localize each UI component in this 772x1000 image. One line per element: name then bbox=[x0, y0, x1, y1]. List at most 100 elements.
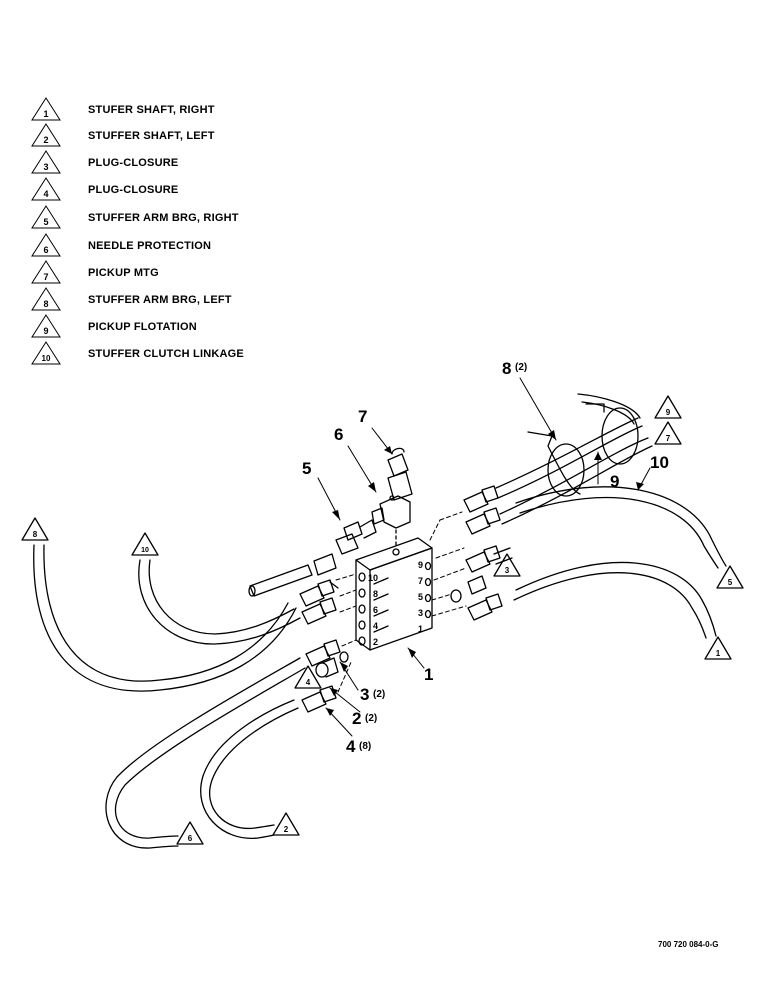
hose-end-label: 5 bbox=[728, 578, 733, 587]
legend-label: PICKUP MTG bbox=[88, 267, 159, 279]
distribution-block bbox=[355, 537, 433, 651]
callout-3: 3 bbox=[360, 685, 369, 704]
svg-text:3: 3 bbox=[43, 162, 48, 172]
legend-label: NEEDLE PROTECTION bbox=[88, 240, 212, 252]
plug-2 bbox=[450, 589, 462, 603]
callout-1: 1 bbox=[424, 665, 433, 684]
hose-end-label: 6 bbox=[188, 834, 193, 843]
callout-7: 7 bbox=[358, 407, 367, 426]
svg-text:4: 4 bbox=[43, 189, 48, 199]
svg-text:2: 2 bbox=[43, 135, 48, 145]
hose-6 bbox=[105, 657, 306, 849]
legend-label: PLUG-CLOSURE bbox=[88, 157, 179, 169]
port-label: 1 bbox=[418, 624, 423, 634]
fitting-4 bbox=[301, 685, 337, 713]
hose-10 bbox=[138, 559, 301, 645]
port-label: 9 bbox=[418, 560, 423, 570]
legend-label: STUFER SHAFT, RIGHT bbox=[88, 104, 215, 116]
hose-end-triangle bbox=[294, 665, 322, 689]
leader-lines bbox=[317, 377, 651, 737]
grease-fitting-5 bbox=[248, 519, 377, 597]
callout-3-qty: (2) bbox=[373, 689, 385, 700]
hose-7 bbox=[499, 437, 653, 525]
legend-row: 1 STUFER SHAFT, RIGHT bbox=[30, 96, 330, 121]
port-label: 2 bbox=[373, 637, 378, 647]
tie-strap bbox=[527, 431, 585, 497]
fitting-4 bbox=[305, 639, 341, 667]
tie-strap-loop bbox=[577, 393, 641, 419]
port-label: 7 bbox=[418, 576, 423, 586]
triangle-icon: 8 bbox=[31, 287, 61, 311]
callout-6: 6 bbox=[334, 425, 343, 444]
hose-9 bbox=[495, 417, 643, 499]
legend-row: 8 STUFFER ARM BRG, LEFT bbox=[30, 286, 330, 311]
hose-end-label: 1 bbox=[716, 649, 721, 658]
hose-8 bbox=[33, 544, 297, 692]
triangle-icon: 5 bbox=[31, 205, 61, 229]
hose-end-label: 8 bbox=[33, 530, 38, 539]
svg-text:10: 10 bbox=[42, 354, 51, 363]
hose-end-label: 7 bbox=[666, 434, 671, 443]
fitting-4 bbox=[465, 545, 501, 573]
plug-2 bbox=[315, 657, 339, 678]
elbow-fitting-6 bbox=[371, 471, 413, 529]
port-label: 5 bbox=[418, 592, 423, 602]
legend-row: 9 PICKUP FLOTATION bbox=[30, 313, 330, 338]
legend-row: 3 PLUG-CLOSURE bbox=[30, 149, 330, 174]
port-label: 3 bbox=[418, 608, 423, 618]
callout-10: 10 bbox=[650, 453, 669, 472]
triangle-icon: 2 bbox=[31, 123, 61, 147]
hose-end-label: 4 bbox=[306, 678, 311, 687]
hose-end-triangle bbox=[654, 395, 682, 419]
triangle-icon: 4 bbox=[31, 177, 61, 201]
port-label: 6 bbox=[373, 605, 378, 615]
triangle-icon: 9 bbox=[31, 314, 61, 338]
port-label: 8 bbox=[373, 589, 378, 599]
hose-end-label: 9 bbox=[666, 408, 671, 417]
callout-9: 9 bbox=[610, 472, 619, 491]
plug-3 bbox=[467, 575, 487, 595]
legend-row: 2 STUFFER SHAFT, LEFT bbox=[30, 122, 330, 147]
legend-label: PLUG-CLOSURE bbox=[88, 184, 179, 196]
legend-row: 10 STUFFER CLUTCH LINKAGE bbox=[30, 340, 330, 365]
tie-strap bbox=[585, 403, 639, 465]
triangle-icon: 10 bbox=[31, 341, 61, 365]
plug-3 bbox=[339, 651, 349, 663]
hose-end-triangle bbox=[131, 532, 159, 556]
dashed-line bbox=[335, 511, 467, 693]
legend-label: STUFFER SHAFT, LEFT bbox=[88, 130, 215, 142]
legend-label: STUFFER ARM BRG, LEFT bbox=[88, 294, 232, 306]
fitting-4 bbox=[463, 485, 499, 513]
hose-end-label: 10 bbox=[141, 547, 149, 554]
legend-row: 6 NEEDLE PROTECTION bbox=[30, 232, 330, 257]
legend-row: 5 STUFFER ARM BRG, RIGHT bbox=[30, 204, 330, 229]
legend-label: STUFFER ARM BRG, RIGHT bbox=[88, 212, 239, 224]
callout-4: 4 bbox=[346, 737, 356, 756]
arrowheads bbox=[326, 430, 644, 716]
hose-end-label: 2 bbox=[284, 825, 289, 834]
fitting-4 bbox=[467, 593, 503, 621]
hose-end-triangle bbox=[176, 821, 204, 845]
callout-2-qty: (2) bbox=[365, 713, 377, 724]
hose-end-triangle bbox=[716, 565, 744, 589]
triangle-icon: 6 bbox=[31, 233, 61, 257]
triangle-icon: 7 bbox=[31, 260, 61, 284]
svg-text:7: 7 bbox=[43, 272, 48, 282]
svg-text:5: 5 bbox=[43, 217, 48, 227]
callout-8: 8 bbox=[502, 359, 511, 378]
hose-2 bbox=[200, 699, 299, 839]
fitting-4 bbox=[301, 597, 337, 625]
hose-end-triangle bbox=[21, 517, 49, 541]
legend-label: STUFFER CLUTCH LINKAGE bbox=[88, 348, 244, 360]
grease-zerk-7 bbox=[387, 447, 409, 477]
triangle-icon: 1 bbox=[31, 97, 61, 121]
port-label: 10 bbox=[368, 573, 378, 583]
callout-8-qty: (2) bbox=[515, 362, 527, 373]
hose-end-triangle bbox=[704, 636, 732, 660]
hose-end-triangle bbox=[493, 553, 521, 577]
hose-5 bbox=[515, 486, 727, 569]
callout-4-qty: (8) bbox=[359, 741, 371, 752]
svg-text:8: 8 bbox=[43, 299, 48, 309]
callout-5: 5 bbox=[302, 459, 311, 478]
